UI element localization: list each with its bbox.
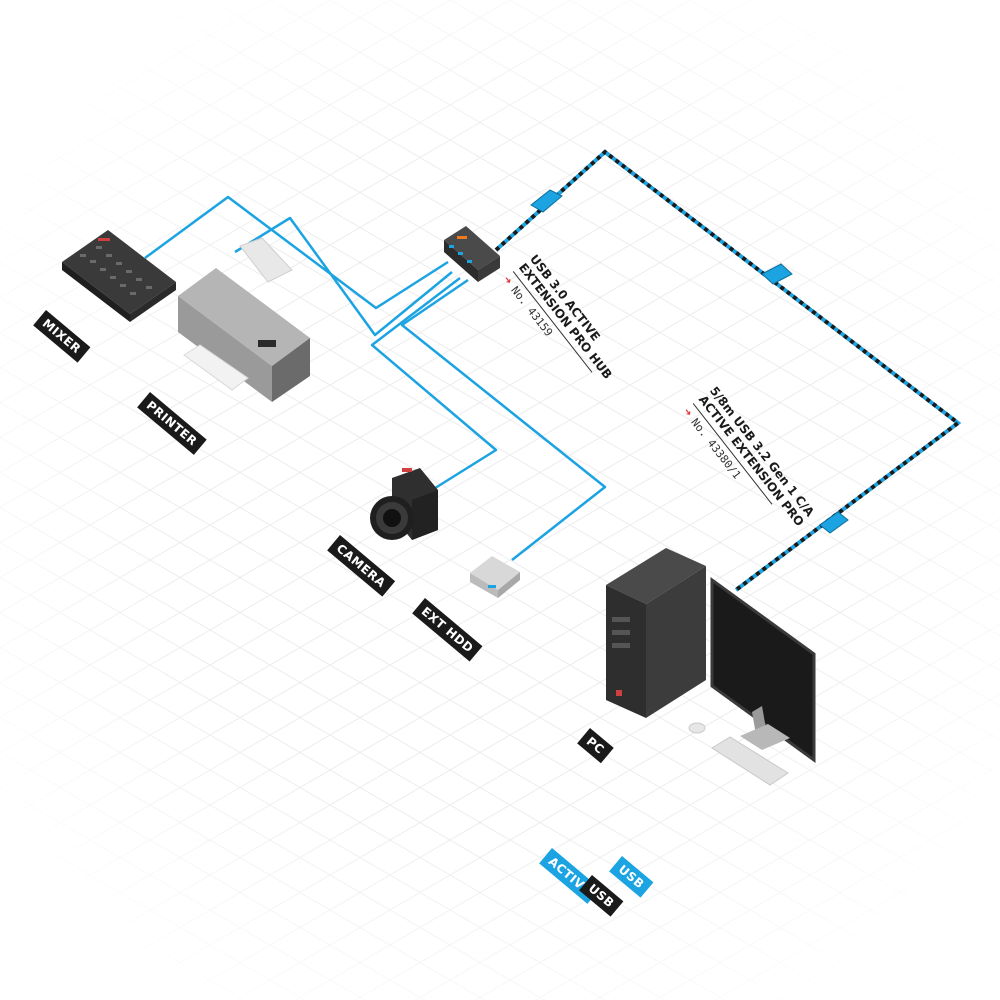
usb-cables (144, 195, 607, 561)
mixer (62, 230, 176, 322)
cable-mixer (144, 195, 449, 310)
keyboard (711, 736, 789, 786)
cable-amplifier-2 (761, 263, 793, 285)
cable-amplifier-3 (819, 511, 849, 534)
ext-hdd (470, 556, 520, 598)
usb-hub (444, 226, 500, 282)
pc-tower (606, 548, 706, 718)
mouse (688, 722, 706, 734)
cable-ext-hdd (400, 278, 607, 561)
printer (178, 237, 310, 402)
cable-printer (234, 216, 453, 337)
monitor (710, 577, 816, 763)
camera (370, 468, 438, 540)
cable-amplifier-1 (530, 189, 563, 213)
cable-camera (370, 277, 498, 492)
